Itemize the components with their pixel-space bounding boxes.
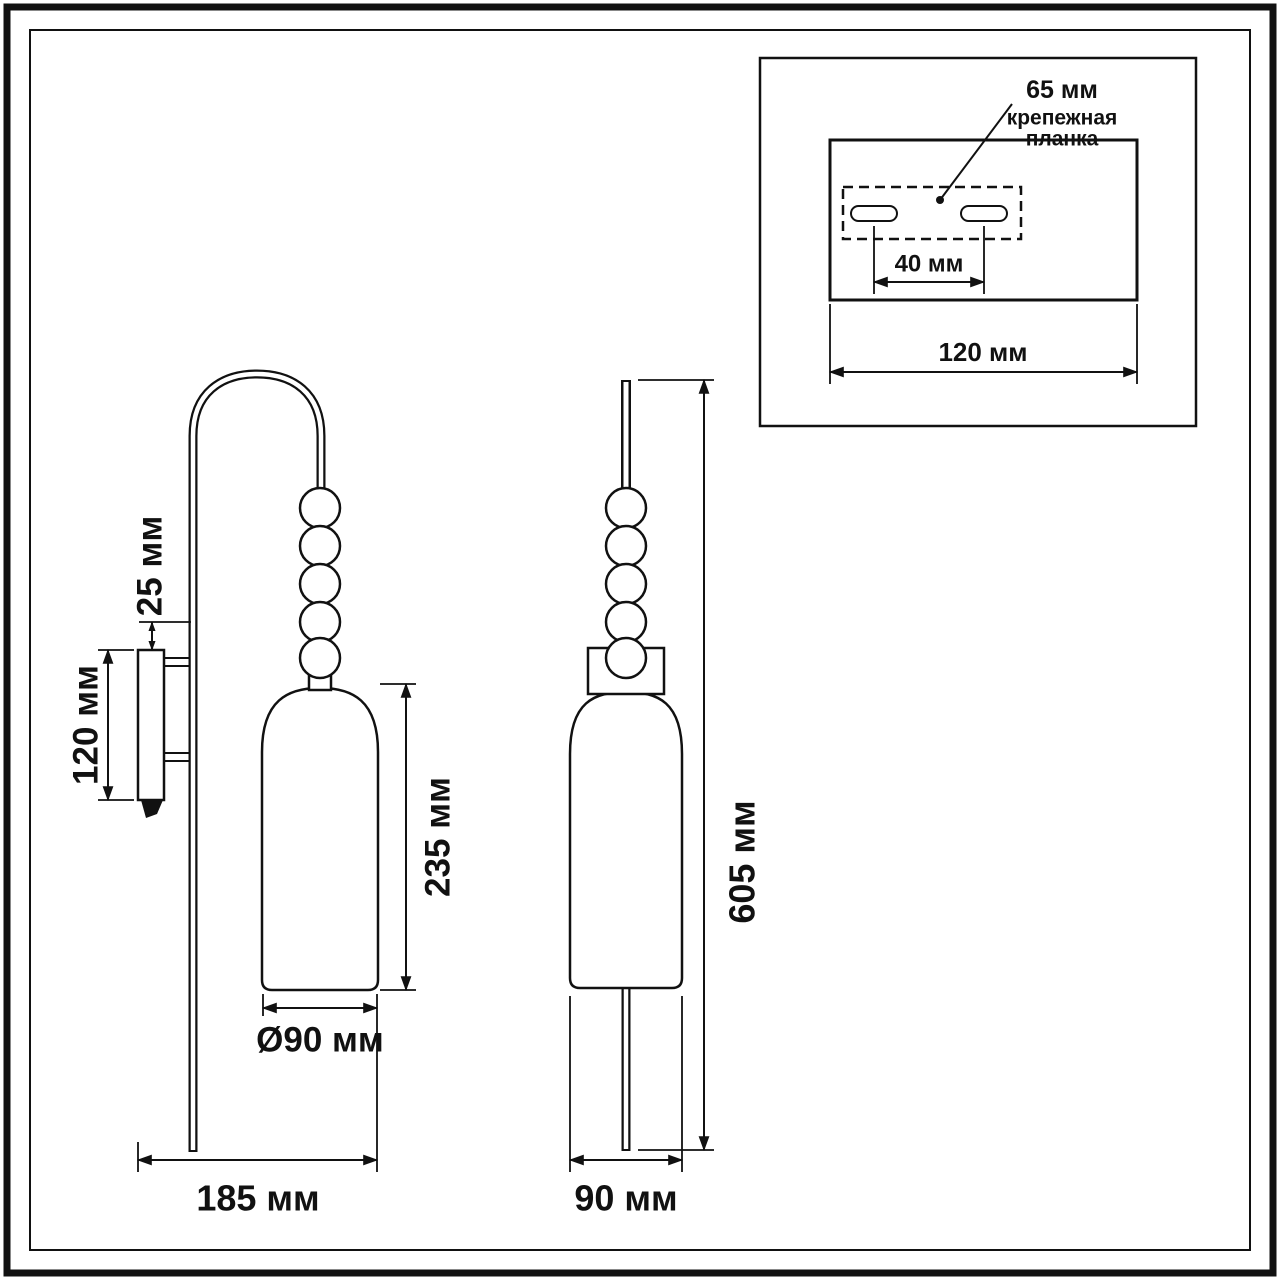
dim-label-front-overall-height: 605 мм xyxy=(722,800,763,923)
dim-label-side-overall-width: 185 мм xyxy=(196,1178,319,1219)
inset-leader-line xyxy=(939,103,1013,201)
side-shade xyxy=(260,686,380,992)
page-frame xyxy=(3,3,1277,1277)
front-bead-chain xyxy=(604,486,648,680)
inset-label-offset: 65 мм xyxy=(1026,76,1098,104)
side-arm-tube-core xyxy=(190,371,324,1151)
inset-label-bracket-line1: крепежная xyxy=(1007,107,1118,130)
side-view-dimensions: 25 мм 120 мм 235 мм Ø90 мм 185 мм xyxy=(67,516,458,1219)
inset-slot-left xyxy=(850,205,898,222)
inset-slot-right xyxy=(960,205,1008,222)
side-bead-chain xyxy=(298,486,342,680)
dim-label-front-width: 90 мм xyxy=(574,1178,677,1219)
side-plate-foot xyxy=(141,800,163,818)
inset-label-plate-width: 120 мм xyxy=(938,337,1027,367)
front-shade xyxy=(568,690,684,990)
inset-mount-bar-dashed xyxy=(841,185,1023,241)
mounting-plate-inset: 65 мм крепежная планка 40 мм 120 мм xyxy=(758,56,1198,428)
front-view-dimensions: 605 мм 90 мм xyxy=(568,378,763,1219)
inset-label-hole-spacing: 40 мм xyxy=(895,251,964,278)
dim-label-side-plate-height: 120 мм xyxy=(67,665,106,785)
dim-label-side-shade-height: 235 мм xyxy=(419,777,458,897)
inset-label-bracket-line2: планка xyxy=(1026,128,1099,151)
lamp-front-view xyxy=(568,380,684,1151)
side-mount-arms xyxy=(164,657,190,762)
dim-label-side-bracket-offset: 25 мм xyxy=(131,516,170,616)
lamp-side-view xyxy=(136,369,380,1152)
dim-label-side-shade-diameter: Ø90 мм xyxy=(256,1021,384,1060)
side-wall-plate xyxy=(136,648,166,802)
